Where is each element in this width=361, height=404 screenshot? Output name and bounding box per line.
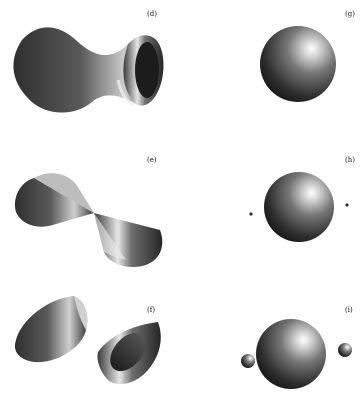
panel-label-i: (i) <box>345 306 353 314</box>
panel-label-h: (h) <box>345 156 355 164</box>
panel-d-hyperboloid <box>13 27 164 113</box>
panel-label-g: (g) <box>345 10 355 18</box>
panel-label-d: (d) <box>147 10 157 18</box>
panel-i-sphere-cluster <box>241 319 352 389</box>
panel-e-double-cone <box>14 173 163 268</box>
panel-h-sphere <box>249 172 349 242</box>
panel-label-f: (f) <box>147 306 156 314</box>
panel-f-two-sheets <box>14 296 161 385</box>
panel-g-sphere <box>260 26 336 102</box>
panel-label-e: (e) <box>147 156 157 164</box>
